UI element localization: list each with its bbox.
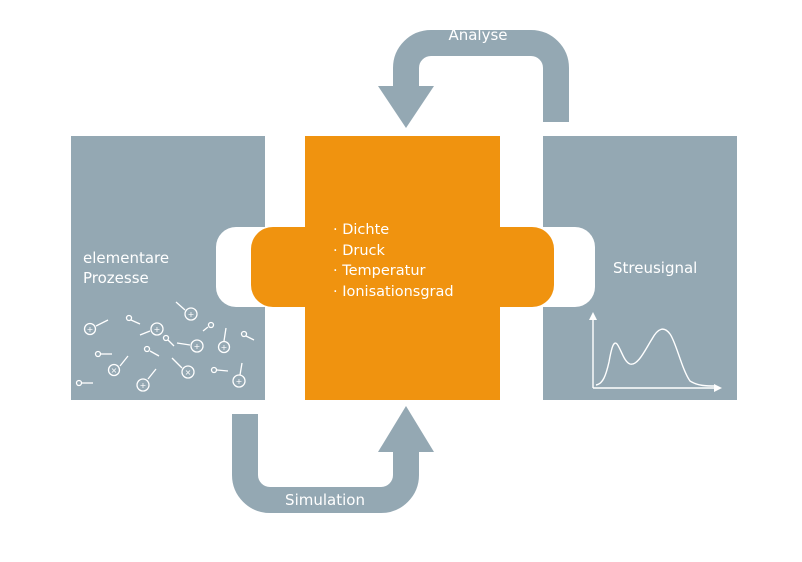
electron-particle <box>125 314 141 325</box>
svg-text:+: + <box>154 325 161 334</box>
electron-particle <box>75 379 93 387</box>
analyse-label: Analyse <box>448 26 508 44</box>
ion-particle: + <box>139 322 164 336</box>
electron-particle <box>202 321 215 332</box>
ion-particle: × <box>171 357 195 379</box>
parameter-item: Temperatur <box>333 261 454 282</box>
simulation-arrowhead <box>378 406 434 452</box>
ion-particle: + <box>217 327 231 354</box>
left-panel-label: elementare Prozesse <box>83 248 169 288</box>
parameter-item: Druck <box>333 241 454 262</box>
electron-particle <box>240 330 255 341</box>
plot-y-arrowhead <box>589 312 597 320</box>
left-panel-label-line1: elementare <box>83 249 170 267</box>
left-panel-label-line2: Prozesse <box>83 269 149 287</box>
svg-text:+: + <box>221 343 228 352</box>
parameter-item: Dichte <box>333 220 454 241</box>
svg-text:+: + <box>236 377 243 386</box>
svg-text:×: × <box>185 368 192 377</box>
analyse-arrow <box>393 30 569 122</box>
ion-particle: + <box>175 301 198 321</box>
svg-text:+: + <box>188 310 195 319</box>
electron-particle <box>94 350 112 358</box>
svg-text:×: × <box>111 366 118 375</box>
simulation-arrow <box>232 414 419 513</box>
ion-particle: + <box>176 339 204 353</box>
simulation-label: Simulation <box>285 491 365 509</box>
parameter-list: Dichte Druck Temperatur Ionisationsgrad <box>333 220 454 303</box>
parameter-item: Ionisationsgrad <box>333 282 453 303</box>
electron-particle <box>210 366 229 374</box>
particle-field: + + + + + × × <box>75 301 255 392</box>
electron-particle <box>162 334 175 347</box>
svg-text:+: + <box>194 342 201 351</box>
signal-plot <box>589 312 722 392</box>
ion-particle: + <box>83 319 109 336</box>
analyse-arrowhead <box>378 86 434 128</box>
ion-particle: + <box>232 362 246 388</box>
svg-text:+: + <box>140 381 147 390</box>
electron-particle <box>143 345 160 357</box>
ion-particle: + <box>136 368 157 392</box>
right-panel-label: Streusignal <box>613 259 698 277</box>
signal-curve <box>595 328 717 387</box>
ion-particle: × <box>107 355 129 377</box>
svg-text:+: + <box>87 325 94 334</box>
